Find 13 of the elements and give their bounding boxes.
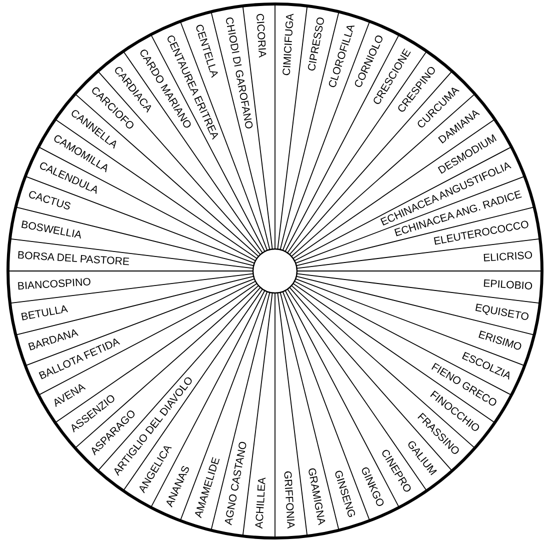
- sector-label: ACHILLEA: [253, 470, 269, 536]
- sector-label: BOSWELLIA: [13, 217, 90, 243]
- sector-label: EQUISETO: [467, 300, 537, 325]
- sector-label: GRAMIGNA: [304, 460, 329, 533]
- sector-label: EPILOBIO: [476, 277, 540, 293]
- sector-label: BORSA DEL PASTORE: [10, 249, 137, 269]
- sector-label: BETULLA: [13, 302, 76, 325]
- sector-label: GRIFFONIA: [280, 464, 297, 536]
- sector-label: CIPRESSO: [304, 9, 329, 80]
- sector-label: BIANCOSPINO: [10, 276, 98, 293]
- sector-label: CIMICIFUGA: [280, 6, 297, 84]
- sector-label: ELICRISO: [476, 249, 540, 265]
- sector-label: AGNO CASTANO: [221, 434, 251, 533]
